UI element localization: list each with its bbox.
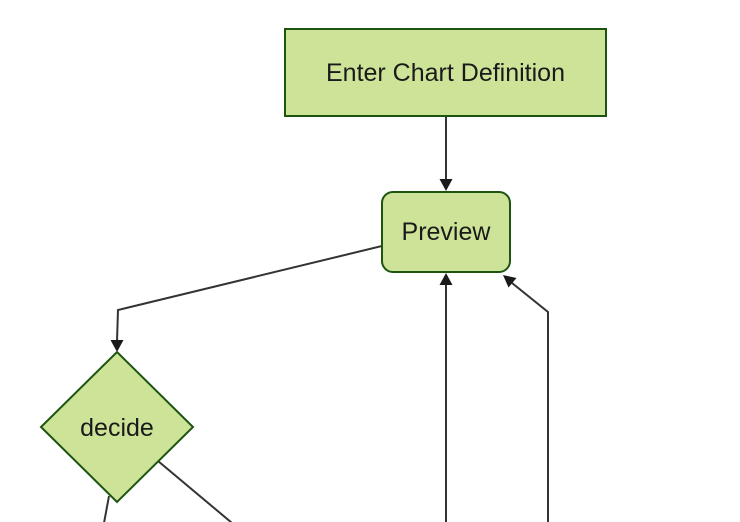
node-label: Enter Chart Definition — [326, 59, 565, 87]
node-enter-chart-definition: Enter Chart Definition — [284, 28, 607, 117]
edge-line — [103, 495, 110, 522]
node-label: Preview — [402, 218, 492, 246]
arrowhead-down-icon — [110, 340, 124, 352]
edge-offscreen-to-preview-center — [439, 273, 453, 522]
edge-decide-to-offscreen-right — [157, 460, 233, 522]
node-preview: Preview — [381, 191, 511, 273]
arrowhead-down-icon — [439, 179, 453, 191]
edge-preview-to-decide — [110, 245, 383, 352]
edge-decide-to-offscreen-left — [103, 495, 110, 522]
node-decide: decide — [39, 350, 195, 504]
node-rounded-rectangle — [381, 191, 511, 273]
edge-offscreen-to-preview-corner — [503, 275, 549, 522]
edge-enter-to-preview — [439, 116, 453, 191]
edge-line — [157, 460, 233, 522]
node-label: decide — [80, 414, 154, 442]
edge-line — [116, 245, 383, 342]
arrowhead-up-icon — [439, 273, 453, 285]
arrowhead-upleft-icon — [503, 275, 517, 288]
edge-line — [511, 282, 549, 522]
node-diamond — [39, 350, 195, 504]
node-rectangle — [284, 28, 607, 117]
